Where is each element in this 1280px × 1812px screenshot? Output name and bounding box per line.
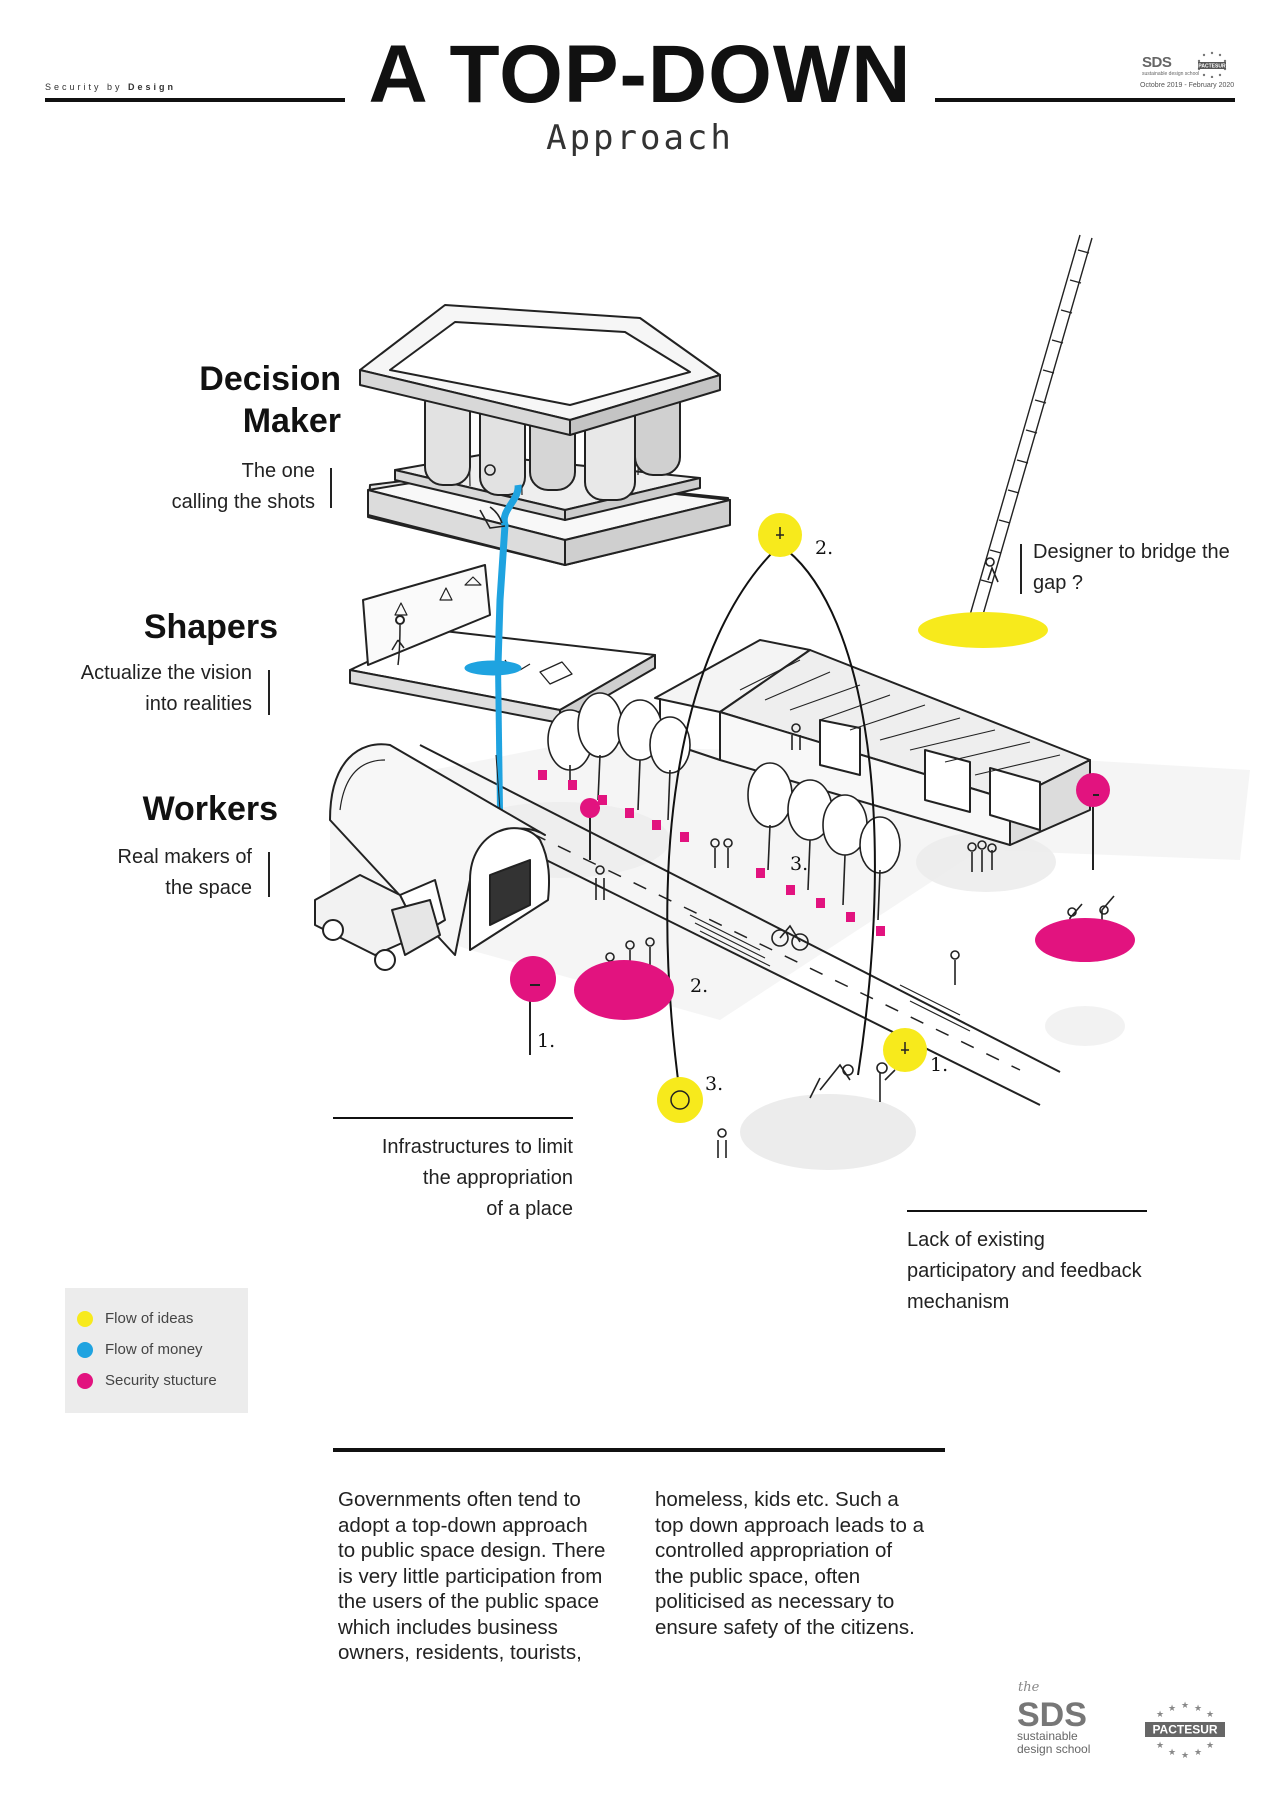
body-text-col2: homeless, kids etc. Such a top down appr…	[655, 1488, 924, 1639]
legend: Flow of ideas Flow of money Security stu…	[65, 1288, 248, 1413]
infrastructures-callout-line3: of a place	[486, 1198, 573, 1220]
body-text-col1: Governments often tend to adopt a top-do…	[338, 1488, 606, 1664]
workers-desc-line1: Real makers of	[117, 846, 253, 868]
svg-text:★: ★	[1181, 1701, 1189, 1711]
shapers-desc-line2: into realities	[145, 693, 252, 715]
security-markers	[510, 773, 1135, 1020]
workers-title: Workers	[142, 790, 278, 828]
legend-label-ideas: Flow of ideas	[105, 1310, 194, 1327]
svg-text:★: ★	[1156, 1710, 1164, 1720]
decision-maker-title-line1: Decision	[199, 360, 341, 398]
lack-callout-line1: Lack of existing	[907, 1229, 1045, 1251]
idea-marker-bottom-label: 3.	[705, 1073, 724, 1095]
header-rule-left	[45, 98, 345, 102]
decision-maker-desc-bar	[330, 468, 332, 508]
sds-logo-line2: design school	[1017, 1742, 1091, 1756]
svg-text:★: ★	[1168, 1704, 1176, 1714]
legend-dot-security	[77, 1372, 93, 1389]
body-rule	[333, 1448, 945, 1452]
pactesur-logo-small: PACTESUR	[1197, 51, 1227, 78]
trees	[547, 692, 901, 921]
svg-text:★: ★	[1206, 1710, 1214, 1720]
decision-maker-title: Decision Maker	[199, 358, 341, 442]
idea-markers	[657, 513, 1048, 1123]
legend-dot-money	[77, 1341, 93, 1358]
legend-item-security: Security stucture	[77, 1372, 217, 1389]
project-dates: Octobre 2019 - February 2020	[1140, 82, 1235, 89]
legend-dot-ideas	[77, 1310, 93, 1327]
security-marker-trees-label: 3.	[790, 853, 809, 875]
legend-label-security: Security stucture	[105, 1372, 217, 1389]
lack-callout-line2: participatory and feedback	[907, 1260, 1142, 1282]
pactesur-logo-text: PACTESUR	[1152, 1723, 1217, 1737]
legend-item-ideas: Flow of ideas	[77, 1310, 193, 1327]
decision-maker-desc: The one calling the shots	[172, 456, 315, 518]
lack-callout-rule	[907, 1210, 1147, 1212]
legend-label-money: Flow of money	[105, 1341, 203, 1358]
legend-item-money: Flow of money	[77, 1341, 203, 1358]
designer-callout-line2: gap ?	[1033, 572, 1084, 594]
decision-maker-building	[359, 304, 731, 566]
page-subtitle: Approach	[546, 118, 734, 158]
designer-callout-bar	[1020, 544, 1022, 594]
header-rule-right	[935, 98, 1235, 102]
svg-text:★: ★	[1206, 1741, 1214, 1751]
security-bollards	[538, 770, 885, 936]
lack-callout: Lack of existing participatory and feedb…	[907, 1225, 1142, 1318]
truck	[314, 874, 446, 971]
pactesur-logo: ★ ★ ★ ★ ★ ★ ★ ★ ★ ★ PACTESUR	[1145, 1701, 1225, 1758]
people	[479, 464, 1115, 1158]
pactesur-logo-small-text: PACTESUR	[1198, 64, 1226, 70]
shapers-desc-bar	[268, 670, 270, 715]
idea-marker-top-label: 2.	[815, 537, 834, 559]
shapers-title: Shapers	[143, 608, 278, 646]
svg-text:★: ★	[1194, 1704, 1202, 1714]
money-flow	[464, 484, 522, 811]
shapers-desc: Actualize the vision into realities	[81, 658, 252, 720]
sds-logo-text: SDS	[1017, 1696, 1087, 1734]
sds-logo-line1: sustainable	[1017, 1729, 1078, 1743]
infrastructures-callout-line2: the appropriation	[422, 1167, 573, 1189]
eyebrow: Security by Design	[45, 82, 176, 92]
workers-hangar	[329, 743, 550, 956]
idea-marker-right-label: 1.	[930, 1054, 949, 1076]
svg-text:★: ★	[1156, 1741, 1164, 1751]
decision-maker-desc-line2: calling the shots	[171, 491, 315, 513]
ladder	[969, 234, 1093, 619]
workers-desc-line2: the space	[165, 877, 252, 899]
workers-desc: Real makers of the space	[118, 842, 253, 904]
sds-logo: SDS sustainable design school	[1017, 1698, 1091, 1756]
infrastructures-callout-line1: Infrastructures to limit	[381, 1136, 573, 1158]
eyebrow-prefix: Security by	[45, 82, 123, 92]
designer-callout-line1: Designer to bridge the	[1033, 541, 1230, 563]
decision-maker-desc-line1: The one	[241, 460, 315, 482]
eyebrow-bold: Design	[128, 82, 177, 92]
svg-text:★: ★	[1194, 1748, 1202, 1758]
designer-callout: Designer to bridge the gap ?	[1033, 537, 1230, 599]
infrastructures-callout: Infrastructures to limit the appropriati…	[382, 1132, 573, 1225]
decision-maker-title-line2: Maker	[242, 402, 341, 440]
svg-text:★: ★	[1181, 1751, 1189, 1758]
sds-logo-small: SDS sustainable design school	[1142, 54, 1199, 77]
svg-text:★: ★	[1168, 1748, 1176, 1758]
sds-logo-small-text: SDS	[1142, 54, 1172, 71]
shapers-desc-line1: Actualize the vision	[80, 662, 252, 684]
sds-logo-small-sub: sustainable design school	[1142, 71, 1200, 77]
security-marker-left-label: 1.	[537, 1030, 556, 1052]
lack-callout-line3: mechanism	[907, 1291, 1010, 1313]
sds-logo-the: the	[1018, 1680, 1040, 1695]
page-title: A TOP-DOWN	[368, 29, 912, 120]
infrastructures-callout-rule	[333, 1117, 573, 1119]
workers-desc-bar	[268, 852, 270, 897]
security-marker-mid-label: 2.	[690, 975, 709, 997]
